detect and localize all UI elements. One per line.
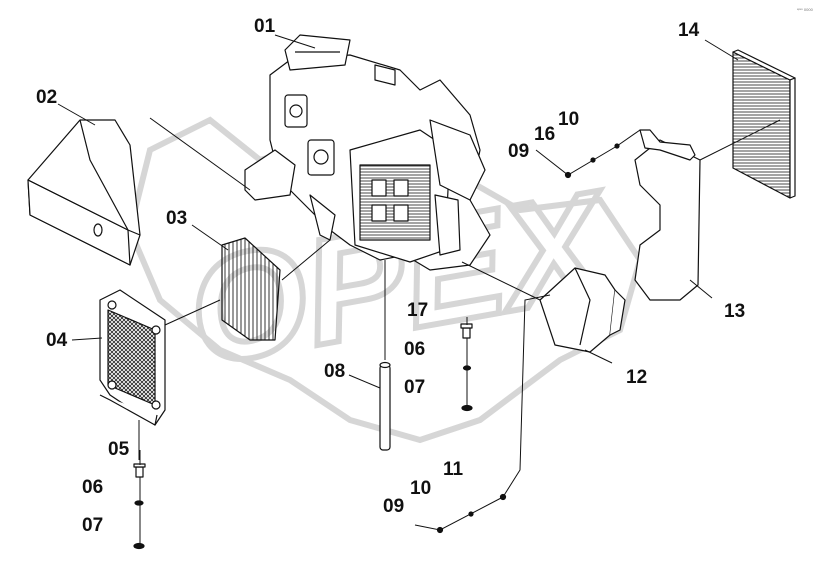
callout-09-bottom: 09 — [383, 496, 404, 517]
callout-01: 01 — [254, 16, 276, 37]
leader-lines — [57, 34, 781, 545]
washer-07-left — [133, 542, 145, 550]
part-08-pipe — [379, 361, 391, 451]
callout-16: 16 — [534, 124, 555, 145]
callout-08: 08 — [324, 361, 345, 382]
part-04-heater-core — [99, 289, 166, 426]
callout-03: 03 — [166, 208, 187, 229]
hardware — [133, 143, 620, 550]
part-02-duct — [27, 119, 141, 266]
callout-14: 14 — [678, 20, 700, 41]
callout-12: 12 — [626, 367, 647, 388]
screw-05 — [133, 463, 146, 478]
callout-11: 11 — [443, 459, 464, 480]
callout-10-bottom: 10 — [410, 478, 431, 499]
callout-17: 17 — [407, 300, 428, 321]
callout-10-top: 10 — [558, 109, 579, 130]
callout-07-left: 07 — [82, 515, 103, 536]
callout-06-left: 06 — [82, 477, 103, 498]
callout-06-mid: 06 — [404, 339, 425, 360]
part-03-filter — [221, 237, 281, 341]
part-13-duct — [634, 129, 701, 301]
callout-05: 05 — [108, 439, 130, 460]
callout-09-top: 09 — [508, 141, 529, 162]
part-14-filter-panel — [732, 49, 796, 199]
washer-06-left — [134, 500, 144, 506]
callout-13: 13 — [724, 301, 745, 322]
callout-07-mid: 07 — [404, 377, 425, 398]
part-12-cover — [539, 267, 626, 353]
callout-04: 04 — [46, 330, 68, 351]
corner-mark: ᵉᵖᵉˣ 0000 — [797, 7, 814, 12]
screw-17 — [460, 323, 473, 339]
part-01-housing — [244, 34, 491, 271]
callout-02: 02 — [36, 87, 57, 108]
callout-labels: 01 02 03 04 05 06 06 07 07 08 09 09 10 1… — [36, 16, 745, 536]
